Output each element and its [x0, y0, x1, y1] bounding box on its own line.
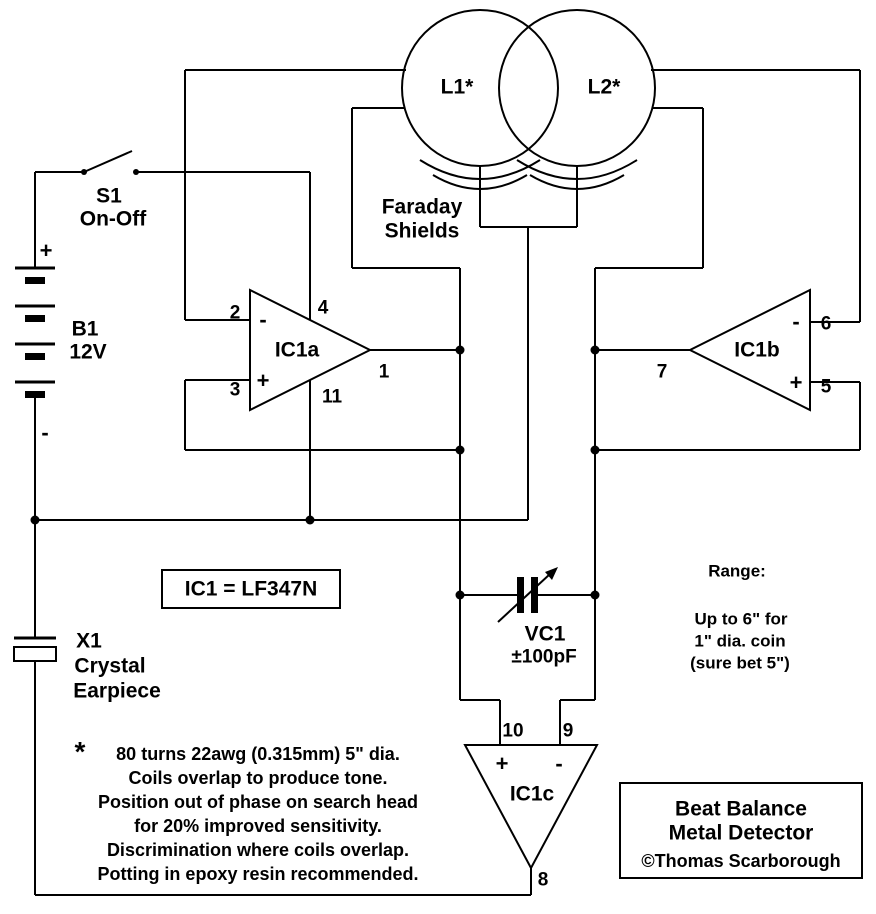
ic1c-minus-sign: - [555, 751, 563, 776]
battery-plus-sign: + [39, 238, 53, 263]
note-line: for 20% improved sensitivity. [134, 816, 382, 836]
note-line: Position out of phase on search head [97, 792, 419, 812]
earpiece-label-2: Crystal [74, 654, 146, 678]
capacitor-vc1-symbol [497, 567, 558, 623]
ic1b-minus-sign: - [792, 309, 800, 334]
ic1b-plus-sign: + [789, 370, 803, 395]
ic1b-name: IC1b [734, 338, 780, 362]
notes-asterisk: * [74, 736, 86, 767]
earpiece-label-1: X1 [76, 629, 102, 653]
ic1a-pin11: 11 [321, 386, 343, 408]
switch-label: S1 [96, 184, 122, 208]
earpiece-symbol [13, 636, 57, 662]
ic1a-pin2: 2 [229, 302, 241, 324]
title-line-2: Metal Detector [668, 821, 814, 845]
range-title: Range: [708, 561, 766, 581]
ic1c-pin10: 10 [502, 720, 524, 742]
note-line: Coils overlap to produce tone. [128, 768, 388, 788]
battery-minus-sign: - [41, 420, 49, 445]
ic1a-pin1: 1 [378, 361, 390, 383]
opamp-ic1b [687, 288, 811, 412]
ic1a-name: IC1a [274, 338, 320, 362]
wires [34, 69, 861, 896]
battery-voltage: 12V [69, 340, 107, 364]
part-number-box [161, 569, 341, 609]
part-number-label: IC1 = LF347N [184, 577, 318, 601]
range-line-1: Up to 6" for [694, 609, 788, 629]
faraday-label-2: Shields [384, 219, 460, 243]
ic1b-pin5: 5 [820, 376, 832, 398]
vc1-label: VC1 [524, 622, 566, 646]
ic1b-pin6: 6 [820, 313, 832, 335]
title-line-1: Beat Balance [675, 797, 807, 821]
note-line: 80 turns 22awg (0.315mm) 5" dia. [116, 744, 400, 764]
switch-mode-label: On-Off [79, 207, 147, 231]
ic1c-pin8: 8 [537, 869, 549, 891]
earpiece-label-3: Earpiece [73, 679, 161, 703]
ic1c-pin9: 9 [562, 720, 574, 742]
junction-dots [30, 345, 600, 600]
vc1-value: ±100pF [511, 646, 577, 668]
battery-label: B1 [71, 317, 99, 341]
opamp-ic1c [463, 744, 599, 871]
ic1a-minus-sign: - [259, 307, 267, 332]
ic1a-pin3: 3 [229, 379, 241, 401]
faraday-label-1: Faraday [381, 195, 463, 219]
coil-l1-label: L1* [440, 75, 474, 99]
ic1a-plus-sign: + [256, 368, 270, 393]
note-line: Discrimination where coils overlap. [106, 840, 410, 860]
range-line-3: (sure bet 5") [690, 653, 790, 673]
battery-symbol [15, 266, 55, 398]
coil-l2-label: L2* [587, 75, 621, 99]
notes-block: 80 turns 22awg (0.315mm) 5" dia. Coils o… [62, 742, 454, 886]
faraday-shield-arcs [419, 159, 638, 190]
note-line: Potting in epoxy resin recommended. [97, 864, 419, 884]
title-credit: ©Thomas Scarborough [641, 851, 841, 871]
title-box [619, 782, 863, 879]
ic1b-pin7: 7 [656, 361, 668, 383]
ic1c-plus-sign: + [495, 751, 509, 776]
coil-l2 [498, 9, 656, 167]
opamp-ic1a [249, 288, 373, 412]
range-line-2: 1" dia. coin [694, 631, 786, 651]
ic1c-name: IC1c [509, 782, 555, 806]
switch-symbol [81, 150, 139, 175]
coil-l1 [401, 9, 559, 167]
ic1a-pin4: 4 [317, 297, 329, 319]
